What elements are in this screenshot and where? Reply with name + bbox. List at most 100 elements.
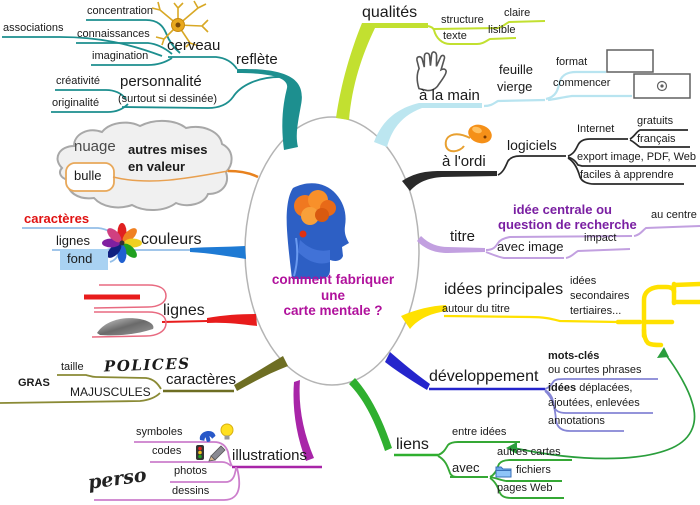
central-question-line3: carte mentale ? — [283, 303, 383, 318]
liens-sublines — [437, 441, 572, 499]
node-imagination[interactable]: imagination — [92, 50, 149, 62]
node-structure[interactable]: structure — [441, 14, 484, 26]
central-question-line1: comment fabriquer — [271, 272, 395, 287]
node-qualites[interactable]: qualités — [362, 4, 418, 21]
branch-a-l-ordi — [402, 171, 497, 191]
node-commencer[interactable]: commencer — [553, 77, 611, 89]
node-couleurs-lignes[interactable]: lignes — [56, 233, 90, 248]
folder-icon — [495, 466, 512, 478]
node-lignes[interactable]: lignes — [163, 302, 205, 319]
node-symboles[interactable]: symboles — [136, 426, 183, 438]
node-originalite[interactable]: originalité — [52, 97, 100, 109]
branch-caracteres — [234, 356, 288, 391]
node-caracteres[interactable]: caractères — [166, 371, 237, 388]
bubble-shape — [65, 162, 229, 192]
node-autres-cartes[interactable]: autres cartes — [497, 446, 561, 458]
start-at-center-icon — [633, 73, 691, 99]
fond-highlight-box — [60, 249, 108, 270]
node-taille[interactable]: taille — [61, 361, 84, 373]
node-vierge[interactable]: vierge — [497, 79, 533, 94]
node-idee-centrale-2[interactable]: question de recherche — [498, 217, 637, 232]
node-au-centre[interactable]: au centre — [651, 209, 697, 221]
node-impact[interactable]: impact — [584, 232, 617, 244]
page-format-icon — [606, 49, 654, 73]
node-associations[interactable]: associations — [3, 22, 64, 34]
color-pinwheel-icon — [102, 223, 142, 263]
node-entre-idees[interactable]: entre idées — [452, 426, 507, 438]
node-autres-mises-1[interactable]: autres mises — [128, 142, 208, 157]
node-faciles[interactable]: faciles à apprendre — [580, 169, 674, 181]
node-mots-cles[interactable]: mots-clés — [548, 350, 600, 362]
node-fichiers[interactable]: fichiers — [516, 464, 551, 476]
node-reflete[interactable]: reflète — [236, 51, 278, 68]
node-idee-centrale-1[interactable]: idée centrale ou — [513, 202, 612, 217]
node-lisible[interactable]: lisible — [488, 24, 516, 36]
branch-idees-principales — [401, 305, 447, 329]
node-connaissances[interactable]: connaissances — [77, 28, 150, 40]
node-couleurs[interactable]: couleurs — [141, 231, 202, 248]
node-bulle[interactable]: bulle — [74, 168, 102, 183]
branch-titre — [417, 236, 485, 253]
node-internet[interactable]: Internet — [577, 123, 615, 135]
node-idees-secondaires-1[interactable]: idées — [570, 275, 597, 287]
node-liens[interactable]: liens — [396, 436, 429, 453]
node-gras[interactable]: GRAS — [18, 377, 50, 389]
node-photos[interactable]: photos — [174, 465, 208, 477]
node-idees-secondaires-3[interactable]: tertiaires... — [570, 305, 622, 317]
node-cerveau[interactable]: cerveau — [167, 37, 221, 54]
cerveau-sublines — [2, 19, 285, 113]
node-texte[interactable]: texte — [443, 30, 467, 42]
node-idees-secondaires-2[interactable]: secondaires — [570, 290, 630, 302]
node-codes[interactable]: codes — [152, 445, 182, 457]
lignes-underline — [161, 320, 209, 323]
node-logiciels[interactable]: logiciels — [507, 137, 557, 153]
node-a-l-ordi[interactable]: à l'ordi — [442, 153, 486, 170]
central-question[interactable]: comment fabriquer une carte mentale ? — [249, 272, 417, 319]
node-annotations[interactable]: annotations — [548, 415, 605, 427]
computer-mouse-icon — [444, 124, 492, 153]
branch-a-la-main — [374, 103, 482, 147]
node-idees-deplacees[interactable]: idées déplacées, — [548, 382, 632, 395]
node-dessins[interactable]: dessins — [172, 485, 210, 497]
node-avec[interactable]: avec — [452, 460, 480, 475]
arrowhead-up — [657, 347, 669, 358]
node-couleurs-caracteres[interactable]: caractères — [24, 211, 90, 226]
node-titre[interactable]: titre — [450, 228, 476, 245]
illustrations-sublines — [94, 441, 241, 501]
node-idees-principales[interactable]: idées principales — [444, 281, 564, 298]
node-format[interactable]: format — [556, 56, 588, 68]
node-pages-web[interactable]: pages Web — [497, 482, 553, 494]
brush-stroke-sample — [97, 318, 154, 336]
a-la-main-sublines — [483, 70, 632, 108]
node-a-la-main[interactable]: à la main — [419, 87, 480, 104]
node-autour-du-titre[interactable]: autour du titre — [442, 303, 510, 315]
node-ou-courtes-phrases[interactable]: ou courtes phrases — [548, 364, 642, 376]
idees-principales-sublines — [443, 281, 700, 348]
branch-lignes — [207, 314, 257, 326]
branch-qualites — [336, 23, 428, 120]
node-personnalite[interactable]: personnalité — [120, 73, 202, 90]
node-illustrations[interactable]: illustrations — [232, 447, 308, 464]
link-arrow — [513, 354, 696, 460]
node-claire[interactable]: claire — [504, 7, 531, 19]
node-gratuits[interactable]: gratuits — [637, 115, 674, 127]
node-couleurs-fond[interactable]: fond — [67, 251, 93, 266]
node-nuage[interactable]: nuage — [74, 138, 116, 155]
node-feuille[interactable]: feuille — [499, 62, 533, 77]
neuron-icon — [151, 0, 209, 48]
node-autres-mises-2[interactable]: en valeur — [128, 159, 186, 174]
node-francais[interactable]: français — [637, 133, 676, 145]
node-avec-image[interactable]: avec image — [497, 239, 564, 254]
branch-reflete — [237, 68, 302, 150]
node-majuscules[interactable]: MAJUSCULES — [70, 385, 151, 399]
node-concentration[interactable]: concentration — [87, 5, 154, 17]
branch-couleurs — [190, 246, 246, 259]
branch-liens — [349, 378, 392, 451]
titre-sublines — [485, 225, 700, 259]
node-creativite[interactable]: créativité — [56, 75, 101, 87]
node-personnalite-note: (surtout si dessinée) — [118, 93, 218, 105]
node-developpement[interactable]: développement — [429, 368, 539, 385]
node-ajoutees-enlevees[interactable]: ajoutées, enlevées — [548, 397, 640, 409]
node-export[interactable]: export image, PDF, Web — [577, 151, 697, 163]
